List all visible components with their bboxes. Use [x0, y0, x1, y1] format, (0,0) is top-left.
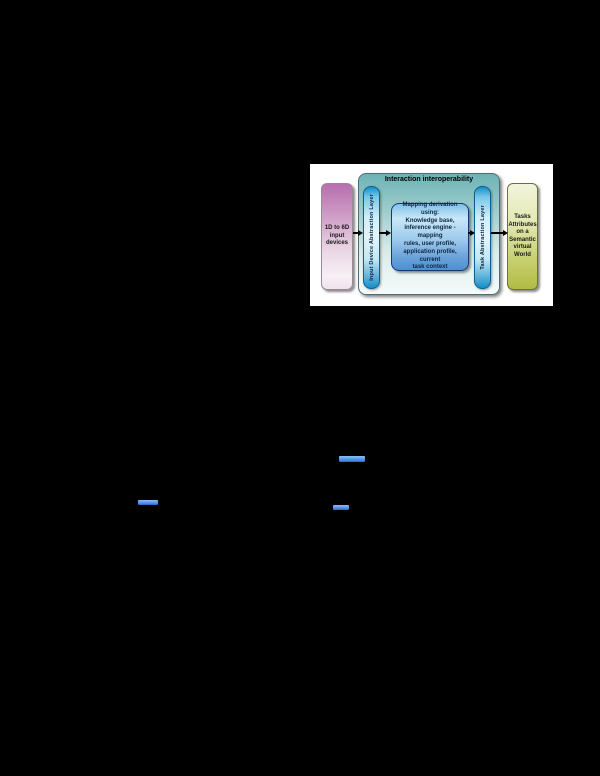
interoperability-container: Interaction interoperability Input Devic…: [358, 173, 500, 295]
flow-arrow-icon: [353, 229, 363, 236]
input-device-abstraction-layer: Input Device Abstraction Layer: [363, 186, 380, 289]
input-devices-box: 1D to 6D input devices: [321, 183, 353, 290]
interaction-interoperability-figure: 1D to 6D input devices Interaction inter…: [310, 164, 553, 306]
hyperlink[interactable]: [339, 456, 365, 462]
mapping-derivation-box: Mapping derivation using: Knowledge base…: [391, 202, 469, 271]
hyperlink[interactable]: [138, 500, 158, 505]
flow-arrow-icon: [491, 229, 508, 236]
input-layer-label: Input Device Abstraction Layer: [368, 194, 375, 281]
flow-arrow-icon: [379, 229, 391, 236]
task-abstraction-layer: Task Abstraction Layer: [474, 186, 491, 289]
task-layer-label: Task Abstraction Layer: [479, 205, 486, 270]
hyperlink[interactable]: [333, 505, 349, 510]
figure-title: Interaction interoperability: [384, 176, 474, 183]
flow-arrow-icon: [468, 229, 475, 236]
tasks-attributes-box: Tasks Attributes on a Semantic virtual W…: [507, 183, 538, 290]
